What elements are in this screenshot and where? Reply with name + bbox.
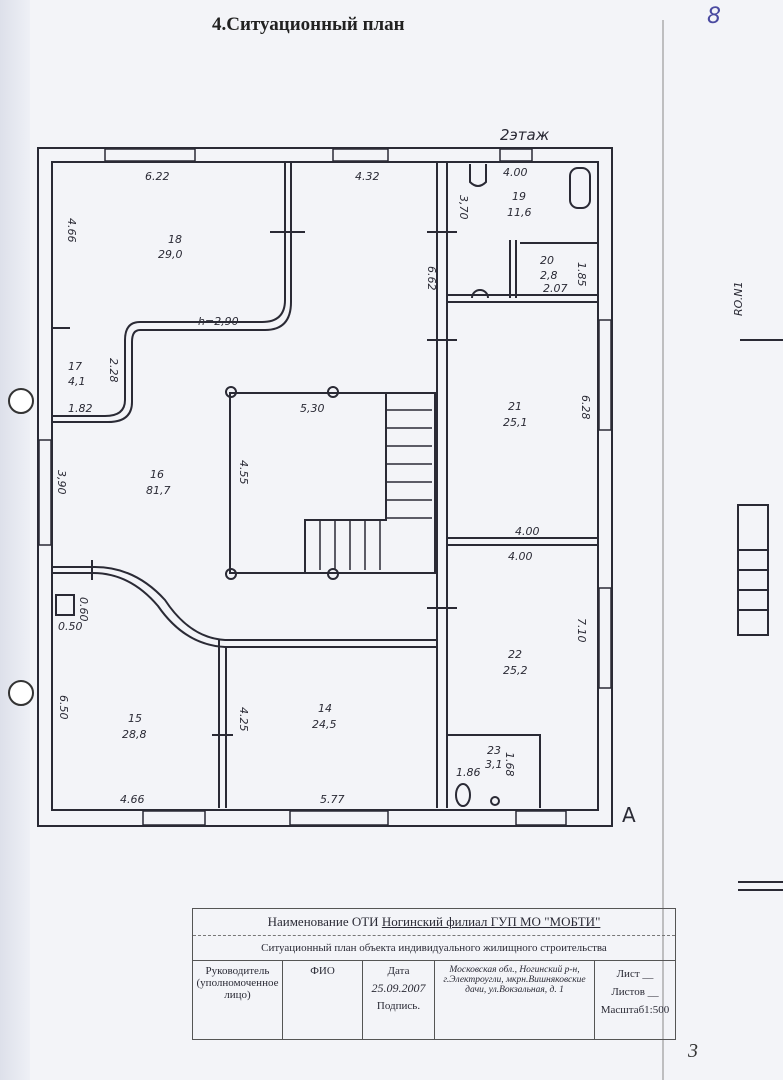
- room-area: 2,8: [540, 269, 558, 282]
- room-number: 23: [487, 744, 501, 757]
- room-number: 21: [508, 400, 522, 413]
- dimension: 4.00: [503, 166, 528, 179]
- sheets-label: Листов __: [611, 986, 659, 998]
- dimension: 4.66: [120, 793, 145, 806]
- room-area: 25,2: [503, 664, 528, 677]
- room-number: 15: [128, 712, 142, 725]
- floor-label: 2этаж: [500, 126, 550, 144]
- fio-label: ФИО: [283, 961, 363, 1039]
- date-value: 25.09.2007: [371, 981, 426, 995]
- org-prefix: Наименование ОТИ: [267, 914, 379, 929]
- scale-label: Масштаб1:500: [600, 1004, 670, 1016]
- page-binding-edge: [0, 0, 30, 1080]
- ceiling-height: h=2,90: [198, 315, 239, 328]
- room-area: 28,8: [122, 728, 147, 741]
- head-label: Руководитель (уполномоченное лицо): [193, 961, 283, 1039]
- punch-hole: [8, 680, 34, 706]
- page-title: 4.Ситуационный план: [212, 14, 405, 35]
- dimension: 4.66: [65, 218, 78, 243]
- room-number: 14: [318, 702, 332, 715]
- dimension: 4.32: [355, 170, 380, 183]
- room-number: 17: [68, 360, 82, 373]
- section-mark: А: [622, 803, 636, 827]
- dimension: 4.00: [515, 525, 540, 538]
- walls: [37, 20, 664, 1080]
- room-number: 16: [150, 468, 164, 481]
- dimension: 5,30: [300, 402, 325, 415]
- dimension: 1.86: [456, 766, 481, 779]
- plan-subtitle: Ситуационный план объекта индивидуальног…: [193, 936, 675, 961]
- dimension: 3,90: [55, 470, 68, 495]
- room-area: 81,7: [146, 484, 171, 497]
- dimension: 1.68: [503, 752, 516, 777]
- room-area: 3,1: [485, 758, 503, 771]
- dimension-labels: 6.22 4.32 4.00 4.66 3,70 6.62 1.85 2.07 …: [55, 166, 592, 806]
- org-name: Ногинский филиал ГУП МО "МОБТИ": [381, 914, 601, 929]
- dimension: 2.28: [107, 358, 120, 383]
- room-number: 18: [168, 233, 182, 246]
- room-area: 25,1: [503, 416, 528, 429]
- dimension: 5.77: [320, 793, 345, 806]
- dimension: 4.25: [237, 707, 250, 732]
- room-area: 24,5: [312, 718, 337, 731]
- room-area: 11,6: [507, 206, 532, 219]
- dimension: 6.28: [579, 395, 592, 420]
- dimension: 4.00: [508, 550, 533, 563]
- dimension: 1.85: [575, 262, 588, 287]
- room-number: 19: [512, 190, 526, 203]
- punch-hole: [8, 388, 34, 414]
- room-number: 22: [508, 648, 522, 661]
- title-block: Наименование ОТИ Ногинский филиал ГУП МО…: [192, 908, 676, 1040]
- dimension: 6.62: [425, 266, 438, 291]
- adjacent-structure-fragment: [737, 339, 783, 891]
- dimension: 7.10: [575, 618, 588, 643]
- sheet-cell: Лист __ Листов __ Масштаб1:500: [595, 961, 675, 1039]
- room-area: 29,0: [158, 248, 183, 261]
- dimension: 6.50: [57, 695, 70, 720]
- signature-label: Подпись.: [376, 1000, 421, 1012]
- dimension: 6.22: [145, 170, 170, 183]
- sheet-label: Лист __: [616, 968, 654, 980]
- address: Московская обл., Ногинский р-н, г.Электр…: [435, 961, 595, 1039]
- dimension: 1.82: [68, 402, 93, 415]
- dimension: 0.60: [77, 597, 90, 622]
- handwritten-page-number: 8: [707, 4, 721, 29]
- windows: [38, 148, 612, 826]
- dimension: 2.07: [543, 282, 568, 295]
- date-label: Дата: [387, 965, 410, 977]
- dimension: 4.55: [237, 460, 250, 485]
- room-number: 20: [540, 254, 554, 267]
- org-row: Наименование ОТИ Ногинский филиал ГУП МО…: [193, 909, 675, 936]
- stairs: [319, 409, 432, 570]
- room-labels: 18 29,0 17 4,1 16 81,7 15 28,8 14 24,5 1…: [68, 190, 558, 771]
- bottom-handwritten-number: 3: [688, 1040, 698, 1062]
- room-area: 4,1: [68, 375, 86, 388]
- dimension: 0.50: [58, 620, 83, 633]
- date-cell: Дата 25.09.2007 Подпись.: [363, 961, 435, 1039]
- side-label: RO.N1: [732, 281, 745, 316]
- dimension: 3,70: [457, 195, 470, 220]
